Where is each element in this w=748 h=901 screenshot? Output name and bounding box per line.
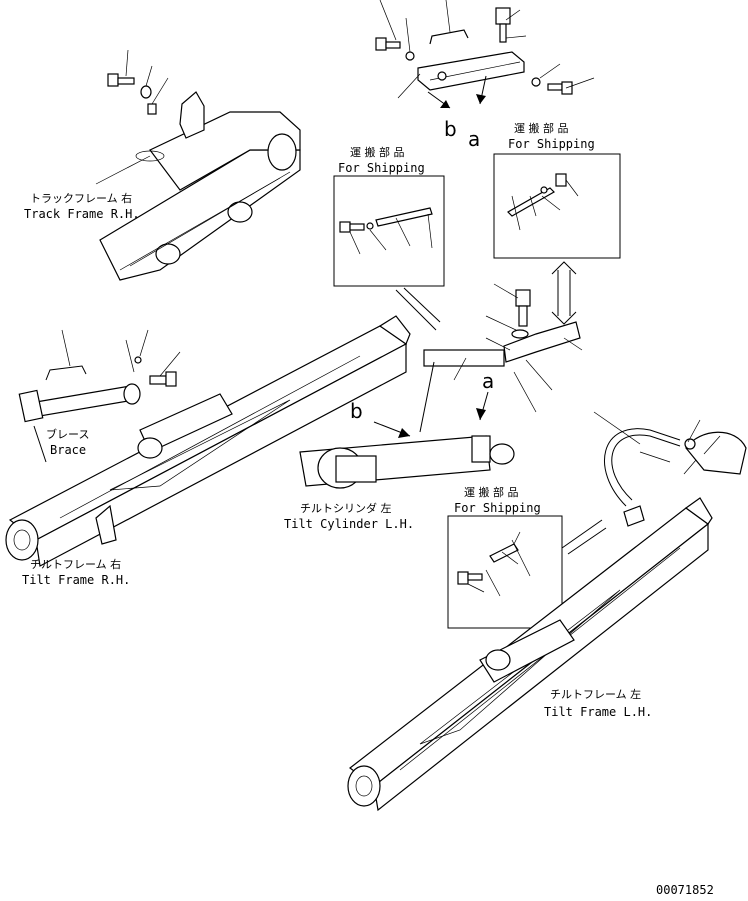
ship1-en: For Shipping [338,161,425,175]
shipping-box-2: 運 搬 部 品 For Shipping [493,121,621,259]
drawing-number: 00071852 [656,883,714,897]
brace: ブレース Brace [18,329,181,463]
ref-a-mid: a [482,369,494,393]
brace-en: Brace [50,443,86,457]
ship2-jp: 運 搬 部 品 [514,121,569,135]
track-frame-rh: トラックフレーム 右 Track Frame R.H. [24,49,301,281]
ref-a-top: a [468,127,480,151]
ref-b-mid: b [350,399,363,423]
shipping-box-3: 運 搬 部 品 For Shipping [447,485,563,629]
brace-jp: ブレース [46,427,89,441]
ship1-jp: 運 搬 部 品 [350,145,405,159]
ref-b-top: b [444,117,457,141]
tilt-frame-lh-en: Tilt Frame L.H. [544,705,652,719]
track-frame-en: Track Frame R.H. [24,207,140,221]
tilt-cyl-en: Tilt Cylinder L.H. [284,517,414,531]
ship3-en: For Shipping [454,501,541,515]
tilt-frame-lh-jp: チルトフレーム 左 [550,688,641,701]
tilt-frame-rh-jp: チルトフレーム 右 [30,557,121,571]
tilt-frame-lh: チルトフレーム 左 Tilt Frame L.H. [347,497,713,812]
tilt-frame-rh: チルトフレーム 右 Tilt Frame R.H. [5,315,411,587]
track-frame-jp: トラックフレーム 右 [30,191,132,205]
ship2-en: For Shipping [508,137,595,151]
shipping-box-1: 運 搬 部 品 For Shipping [333,145,445,287]
tilt-cylinder-lh: a b チルトシリンダ 左 Tilt Cylinder L.H. [284,283,583,531]
top-bracket-assembly: b a [375,0,595,151]
connector-arrows [395,261,607,555]
ship3-jp: 運 搬 部 品 [464,485,519,499]
tilt-cyl-jp: チルトシリンダ 左 [300,501,392,515]
tilt-frame-rh-en: Tilt Frame R.H. [22,573,130,587]
hose-assembly [593,411,747,507]
